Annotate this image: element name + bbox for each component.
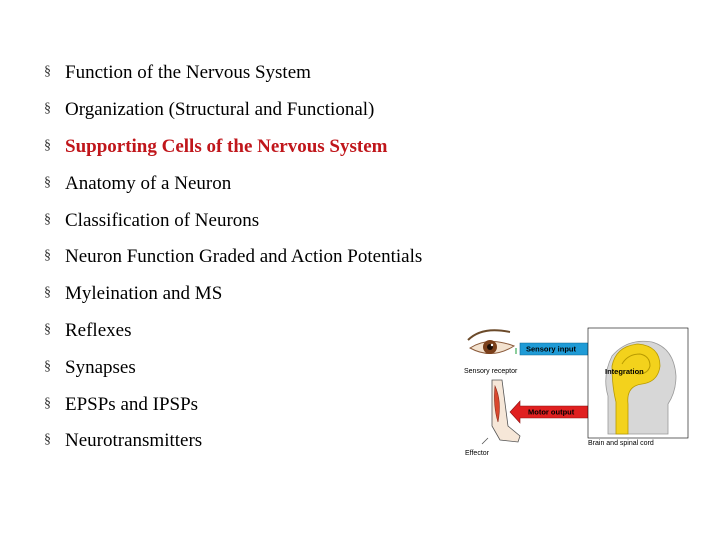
bullet-icon: §	[44, 285, 51, 301]
bullet-icon: §	[44, 174, 51, 190]
outline-item: § Organization (Structural and Functional…	[44, 92, 422, 129]
outline-item-label: Neurotransmitters	[65, 430, 203, 452]
outline-item: § EPSPs and IPSPs	[44, 386, 422, 423]
bullet-icon: §	[44, 211, 51, 227]
sensory-input-label: Sensory input	[526, 345, 577, 354]
outline-item-label: Organization (Structural and Functional)	[65, 99, 375, 121]
bullet-icon: §	[44, 137, 51, 153]
outline-item-label: Myleination and MS	[65, 283, 223, 305]
outline-item: § Neuron Function Graded and Action Poten…	[44, 239, 422, 276]
outline-item-label: Neuron Function Graded and Action Potent…	[65, 246, 423, 268]
outline-item-label: EPSPs and IPSPs	[65, 393, 199, 415]
outline-item-label: Synapses	[65, 356, 136, 378]
outline-item: § Classification of Neurons	[44, 202, 422, 239]
outline-item-label: Supporting Cells of the Nervous System	[65, 135, 388, 157]
integration-label: Integration	[605, 367, 644, 376]
motor-output-arrow	[509, 400, 591, 424]
bullet-icon: §	[44, 248, 51, 264]
outline-item: § Anatomy of a Neuron	[44, 165, 422, 202]
outline-item: § Myleination and MS	[44, 276, 422, 313]
topic-outline: § Function of the Nervous System § Organiz…	[44, 55, 422, 460]
motor-output-label: Motor output	[528, 408, 575, 417]
outline-item: § Synapses	[44, 349, 422, 386]
brain-spinal-cord-label: Brain and spinal cord	[588, 440, 654, 447]
nervous-system-diagram: Sensory receptor Effector Sensory input …	[462, 326, 690, 460]
outline-item-current: § Supporting Cells of the Nervous System	[44, 129, 422, 166]
outline-item-label: Reflexes	[65, 319, 132, 341]
sensory-receptor-label: Sensory receptor	[464, 368, 518, 375]
bullet-icon: §	[44, 432, 51, 448]
bullet-icon: §	[44, 358, 51, 374]
outline-item-label: Function of the Nervous System	[65, 62, 311, 84]
nervous-system-diagram-svg: Sensory receptor Effector Sensory input …	[464, 327, 689, 457]
bullet-icon: §	[44, 101, 51, 117]
bullet-icon: §	[44, 395, 51, 411]
outline-item: § Reflexes	[44, 313, 422, 350]
brain-spinal-cord-illustration	[587, 327, 689, 439]
outline-item: § Function of the Nervous System	[44, 55, 422, 92]
eye-illustration	[464, 328, 522, 364]
bullet-icon: §	[44, 321, 51, 337]
outline-item: § Neurotransmitters	[44, 423, 422, 460]
outline-item-label: Classification of Neurons	[65, 209, 260, 231]
bullet-icon: §	[44, 64, 51, 80]
effector-label: Effector	[465, 450, 490, 457]
outline-item-label: Anatomy of a Neuron	[65, 172, 232, 194]
effector-illustration	[481, 379, 521, 445]
